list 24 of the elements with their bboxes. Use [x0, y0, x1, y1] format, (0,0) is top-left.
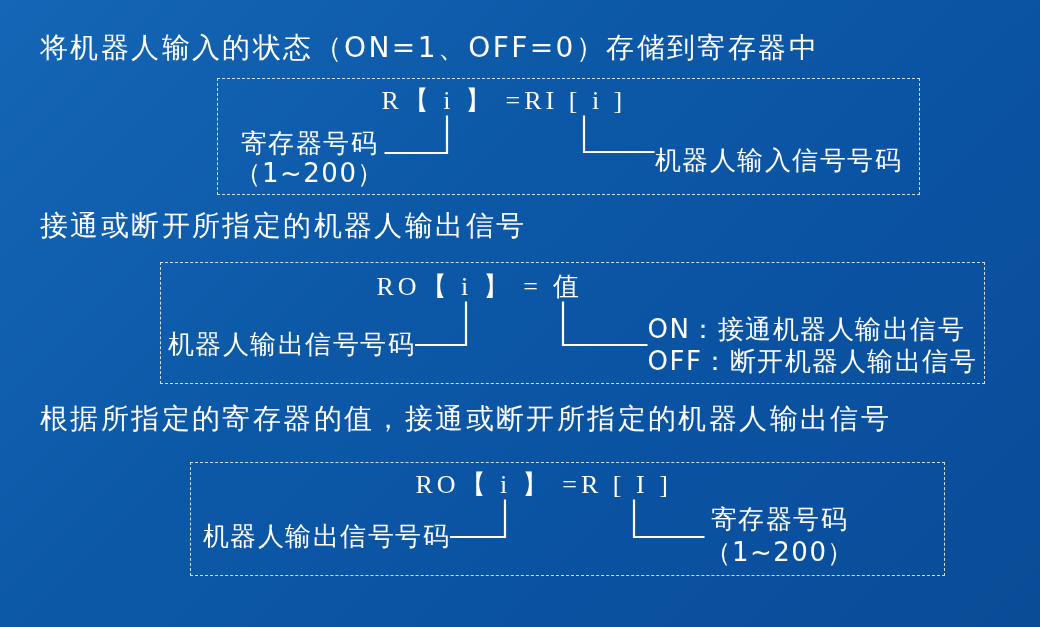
annotation-text: ON：接通机器人输出信号	[647, 312, 967, 345]
annotation-text: OFF：断开机器人输出信号	[647, 344, 978, 377]
annotation-text: 寄存器号码	[239, 127, 380, 158]
formula-text: RO【 i 】 = 值	[376, 271, 583, 302]
heading-text: 接通或断开所指定的机器人输出信号	[40, 209, 527, 243]
heading-text: 根据所指定的寄存器的值，接通或断开所指定的机器人输出信号	[40, 402, 892, 436]
leader-line	[582, 115, 655, 154]
dashed-box	[160, 262, 985, 384]
leader-line	[561, 301, 648, 347]
formula-text: RO【 i 】 =R [ I ]	[415, 469, 672, 500]
annotation-text: （1~200）	[234, 157, 385, 188]
dashed-box	[190, 462, 945, 576]
annotation-text: （1~200）	[704, 535, 855, 569]
annotation-text: 寄存器号码	[709, 502, 850, 536]
heading-text: 将机器人输入的状态（ON=1、OFF=0）存储到寄存器中	[40, 31, 819, 65]
annotation-text: 机器人输出信号号码	[202, 519, 450, 552]
dashed-box	[217, 78, 920, 195]
leader-line	[384, 115, 449, 155]
annotation-text: 机器人输出信号号码	[167, 327, 415, 360]
leader-line	[632, 499, 705, 539]
annotation-text: 机器人输入信号号码	[654, 143, 902, 176]
leader-line	[450, 499, 507, 539]
leader-line	[415, 301, 468, 347]
formula-text: R【 i 】 =RI [ i ]	[381, 85, 627, 116]
